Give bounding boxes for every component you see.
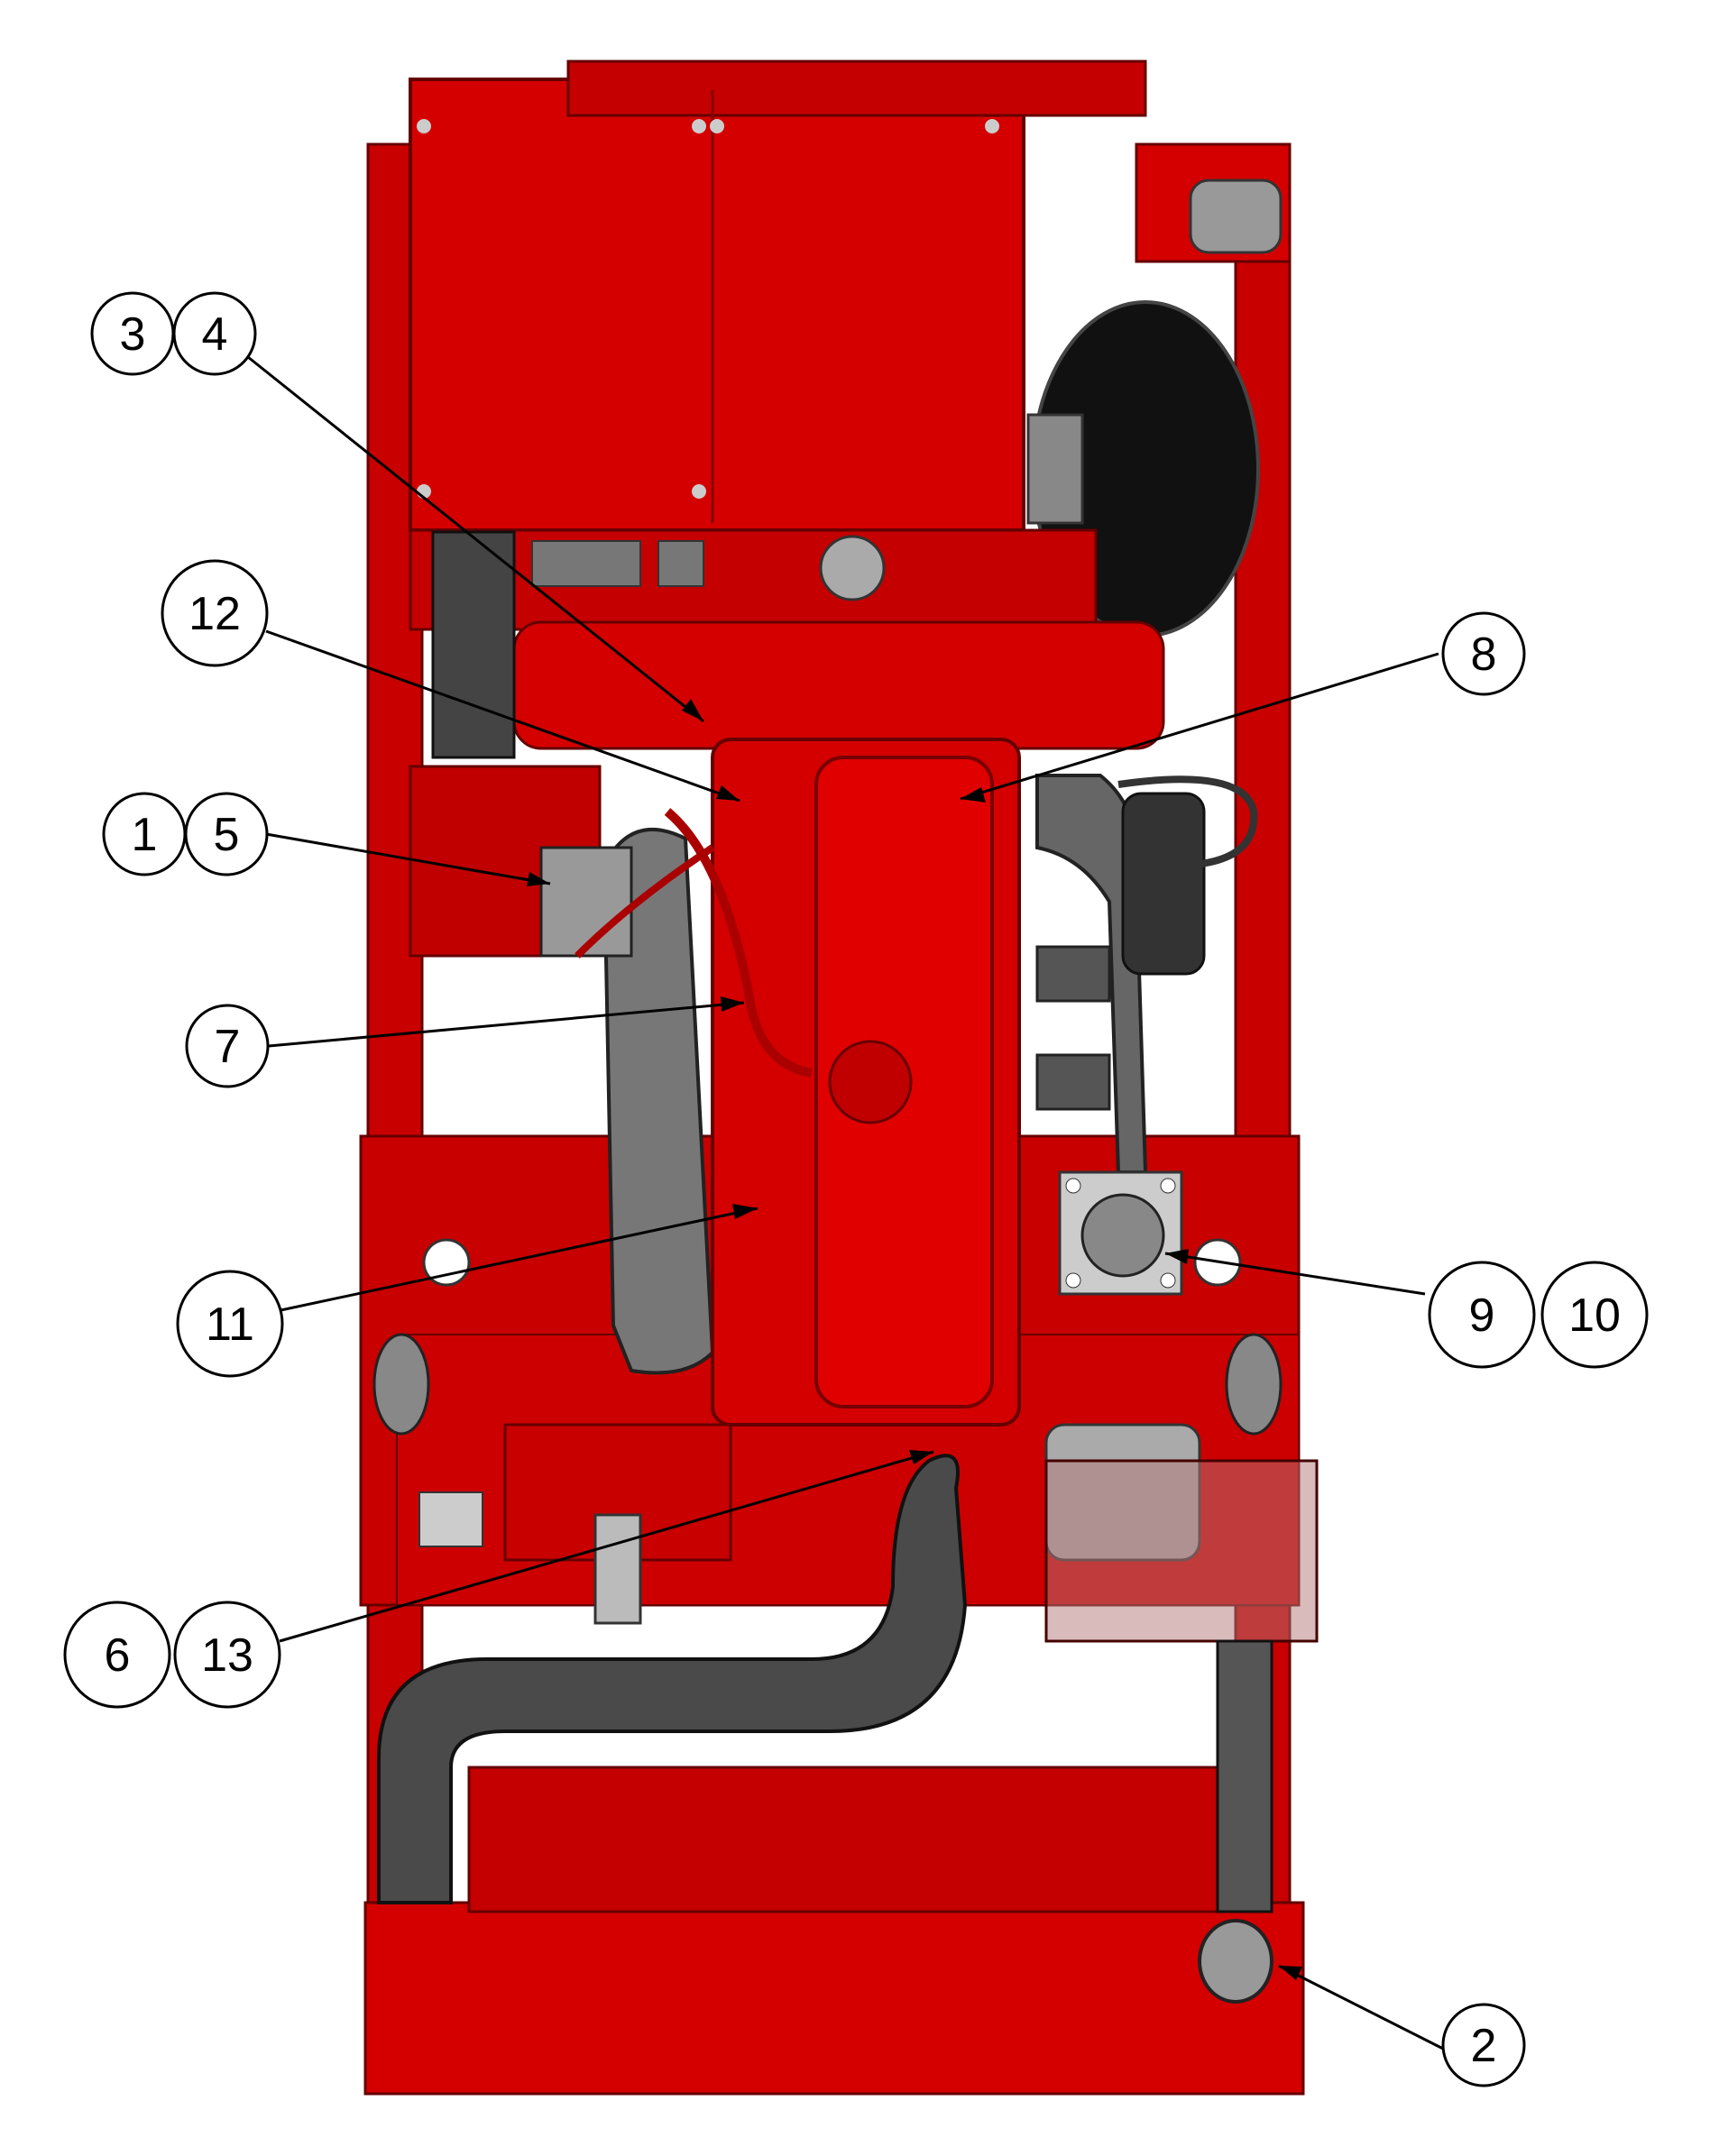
control-box [409,78,1025,532]
callout-label-5: 5 [214,809,240,861]
callout-label-4: 4 [202,308,228,361]
callout-label-10: 10 [1568,1289,1621,1342]
callout-label-2: 2 [1471,2020,1497,2072]
callout-7: 7 [185,1004,270,1088]
callout-8: 8 [1441,611,1526,696]
belt-guard [1044,1459,1319,1643]
callout-6: 6 [63,1601,171,1709]
callout-9: 9 [1428,1261,1536,1369]
intake-manifold [602,828,715,1375]
callout-label-3: 3 [120,308,146,361]
callout-label-6: 6 [105,1629,131,1682]
callout-label-13: 13 [201,1629,253,1682]
callout-label-1: 1 [132,809,158,861]
callout-13: 13 [173,1601,281,1709]
callout-10: 10 [1540,1261,1649,1369]
leader-8 [960,652,1439,801]
leader-11 [271,1206,758,1314]
callout-label-7: 7 [215,1021,241,1073]
drain-valve [1198,1919,1273,2004]
leader-2 [1278,1964,1444,2050]
leader-lines [243,352,1444,2050]
lower-radiator-hose [377,1454,968,1904]
oil-filter [1121,792,1206,976]
callout-2: 2 [1441,2003,1526,2087]
callout-5: 5 [184,792,269,876]
leader-3-4 [243,352,704,723]
leader-12 [265,629,740,803]
callout-4: 4 [172,291,257,376]
leader-6-13 [279,1450,934,1643]
callout-12: 12 [161,559,269,667]
engine-illustration [359,60,1319,2096]
leader-1-5 [265,832,551,885]
leader-9-10 [1164,1252,1426,1296]
leader-arrowheads [527,699,1302,1980]
callouts: 3 4 12 8 1 5 7 11 [63,291,1649,2087]
callout-3: 3 [90,291,175,376]
callout-label-8: 8 [1471,628,1497,681]
callout-label-12: 12 [188,588,241,640]
intake-pipe-upper [431,530,516,759]
relay-panel [409,528,1098,631]
front-housing [512,620,1165,750]
callout-label-11: 11 [206,1298,254,1351]
base-plate [363,1901,1305,2096]
callout-label-9: 9 [1469,1289,1495,1342]
control-box-lid [566,60,1147,117]
callout-11: 11 [176,1270,284,1378]
drain-hose [1216,1639,1273,1913]
lower-plate [467,1766,1228,1913]
callout-1: 1 [102,792,187,876]
leader-7 [268,1001,745,1048]
